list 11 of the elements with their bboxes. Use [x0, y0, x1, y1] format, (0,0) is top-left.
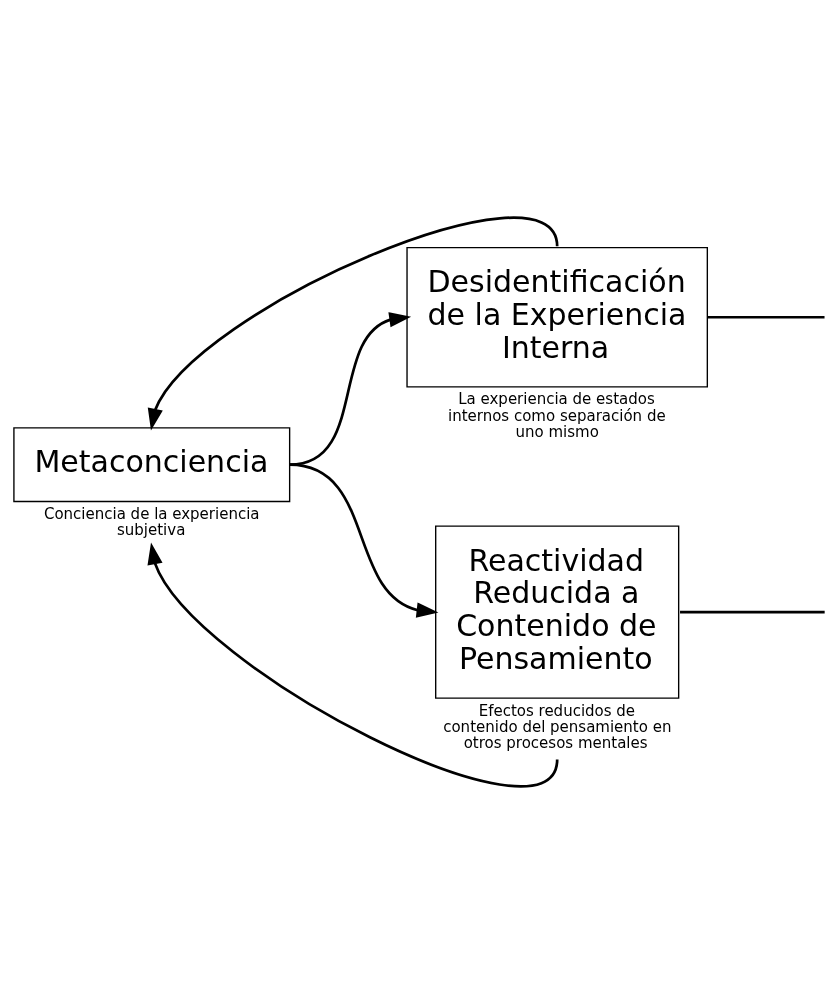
node-box: Desidentificación de la Experiencia Interna [406, 246, 708, 388]
arrow [289, 462, 439, 618]
node-label: Efectos reducidos de contenido del pensamiento en otros procesos mentales [443, 701, 672, 752]
node-box: Metaconciencia [13, 426, 291, 502]
connector [680, 610, 825, 613]
arrow [147, 542, 559, 787]
arrow [147, 216, 559, 430]
node-label: La experiencia de estados internos como separación de uno mismo [447, 389, 666, 441]
node-label: Conciencia de la experiencia subjetiva [43, 504, 260, 539]
node-box: Reactividad Reducida a Contenido de Pensamiento [435, 524, 680, 699]
connector [707, 315, 825, 319]
